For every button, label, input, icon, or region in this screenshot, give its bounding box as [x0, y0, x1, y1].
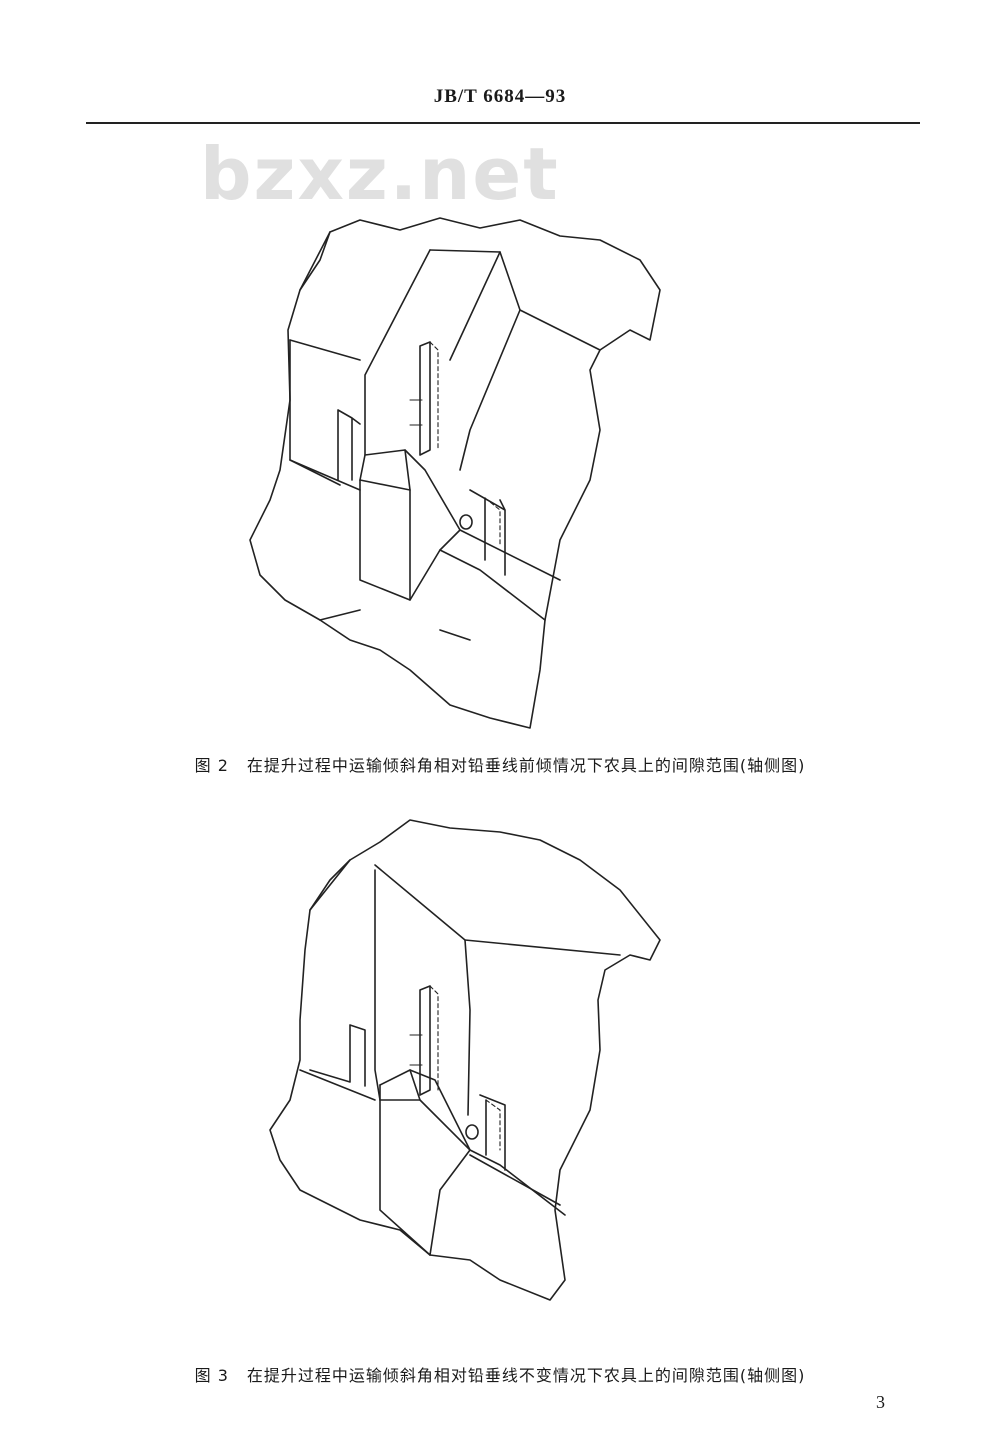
figure-2-caption-text: 在提升过程中运输倾斜角相对铅垂线前倾情况下农具上的间隙范围(轴侧图)	[246, 756, 806, 775]
document-header-code: JB/T 6684—93	[433, 86, 567, 107]
figure-2-number: 图 2	[194, 756, 229, 775]
figure-3-caption-text: 在提升过程中运输倾斜角相对铅垂线不变情况下农具上的间隙范围(轴侧图)	[246, 1366, 806, 1385]
header-rule	[86, 122, 920, 124]
page-number: 3	[876, 1392, 885, 1412]
figure-2-drawing	[0, 200, 1000, 740]
figure-3-drawing	[0, 810, 1000, 1350]
figure-3-caption: 图 3 在提升过程中运输倾斜角相对铅垂线不变情况下农具上的间隙范围(轴侧图)	[0, 1362, 1000, 1386]
figure-3-number: 图 3	[194, 1366, 229, 1385]
watermark: bzxz.net	[200, 132, 560, 216]
figure-2-caption: 图 2 在提升过程中运输倾斜角相对铅垂线前倾情况下农具上的间隙范围(轴侧图)	[0, 752, 1000, 776]
